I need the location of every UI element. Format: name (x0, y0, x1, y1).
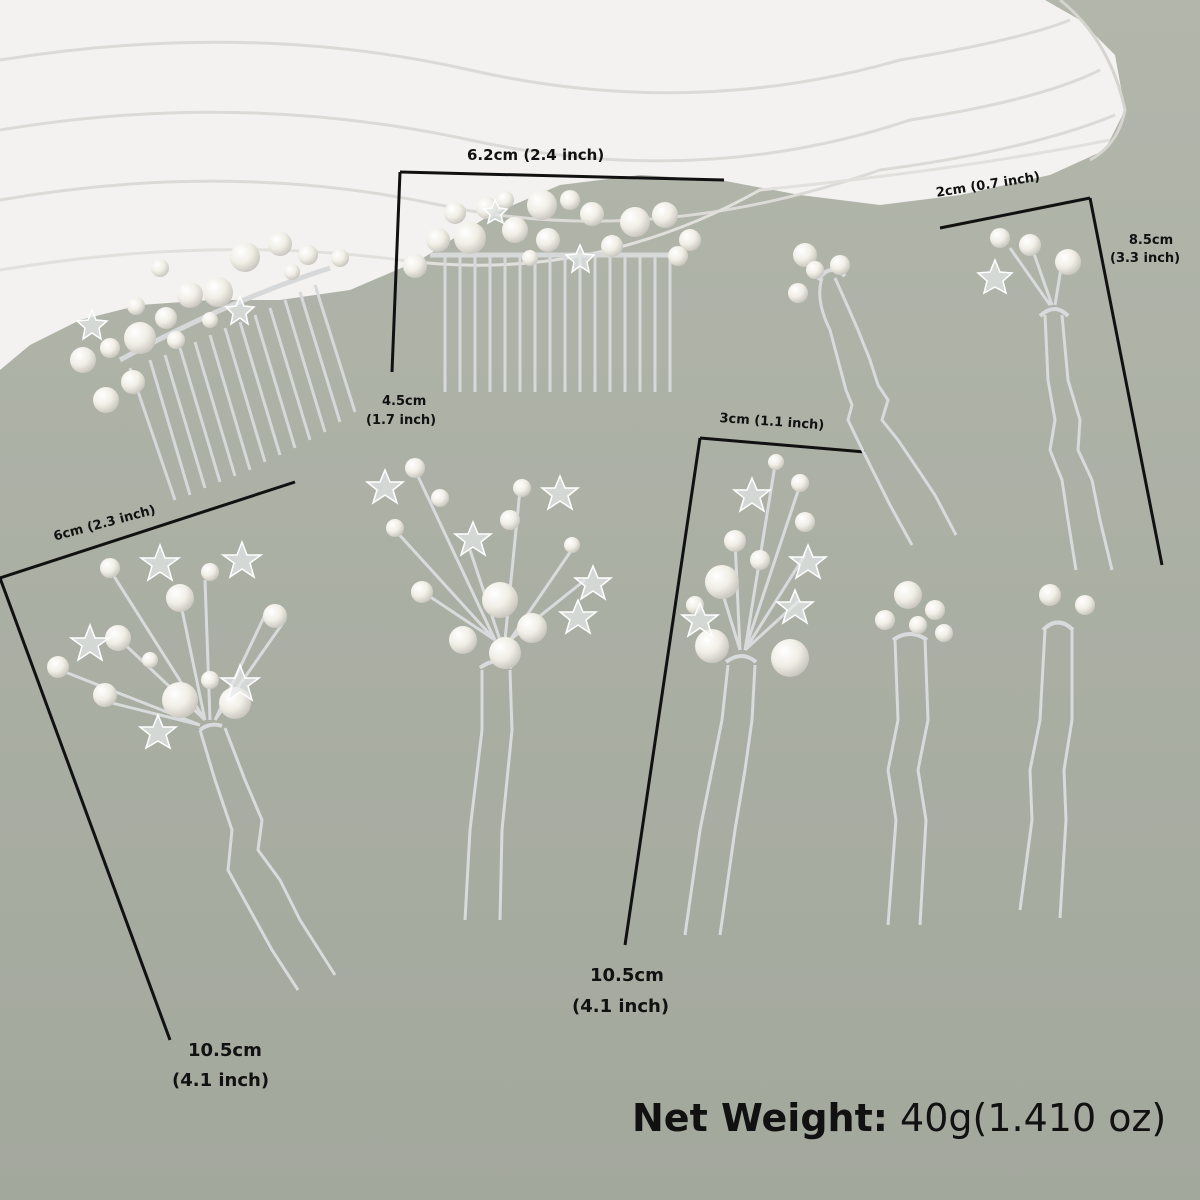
pearl-hair-comb-right (403, 190, 701, 392)
pearl-star-hair-pin-small-2 (976, 228, 1114, 571)
pearl-star-hair-pin-large-1 (47, 539, 337, 991)
comb-height-inch-label: (1.7 inch) (366, 413, 437, 428)
pearl-hair-pin-small-3 (875, 581, 953, 926)
pearl-star-hair-pin-large-2 (364, 458, 614, 921)
small-pin-height-cm-label: 8.5cm (1128, 233, 1174, 248)
comb-height-cm-label: 4.5cm (382, 394, 427, 409)
pearl-star-hair-pin-large-3 (679, 454, 829, 936)
net-weight-value: 40g(1.410 oz) (900, 1096, 1167, 1140)
net-weight: Net Weight: 40g(1.410 oz) (632, 1096, 1166, 1140)
mid-pin-height-cm-label: 10.5cm (590, 965, 664, 986)
large-pin-height-inch-label: (4.1 inch) (172, 1070, 270, 1091)
comb-width-label: 6.2cm (2.4 inch) (467, 146, 605, 164)
pearl-hair-pin-small-4 (1018, 584, 1095, 919)
pearl-hair-comb-left (70, 232, 357, 501)
large-pin-height-cm-label: 10.5cm (188, 1040, 262, 1061)
net-weight-key: Net Weight: (632, 1096, 888, 1140)
dimension-lines (0, 170, 1164, 1041)
small-pin-height-inch-label: (3.3 inch) (1110, 251, 1181, 266)
mid-pin-height-inch-label: (4.1 inch) (572, 996, 670, 1017)
pearl-hair-pin-small-1 (788, 243, 958, 546)
